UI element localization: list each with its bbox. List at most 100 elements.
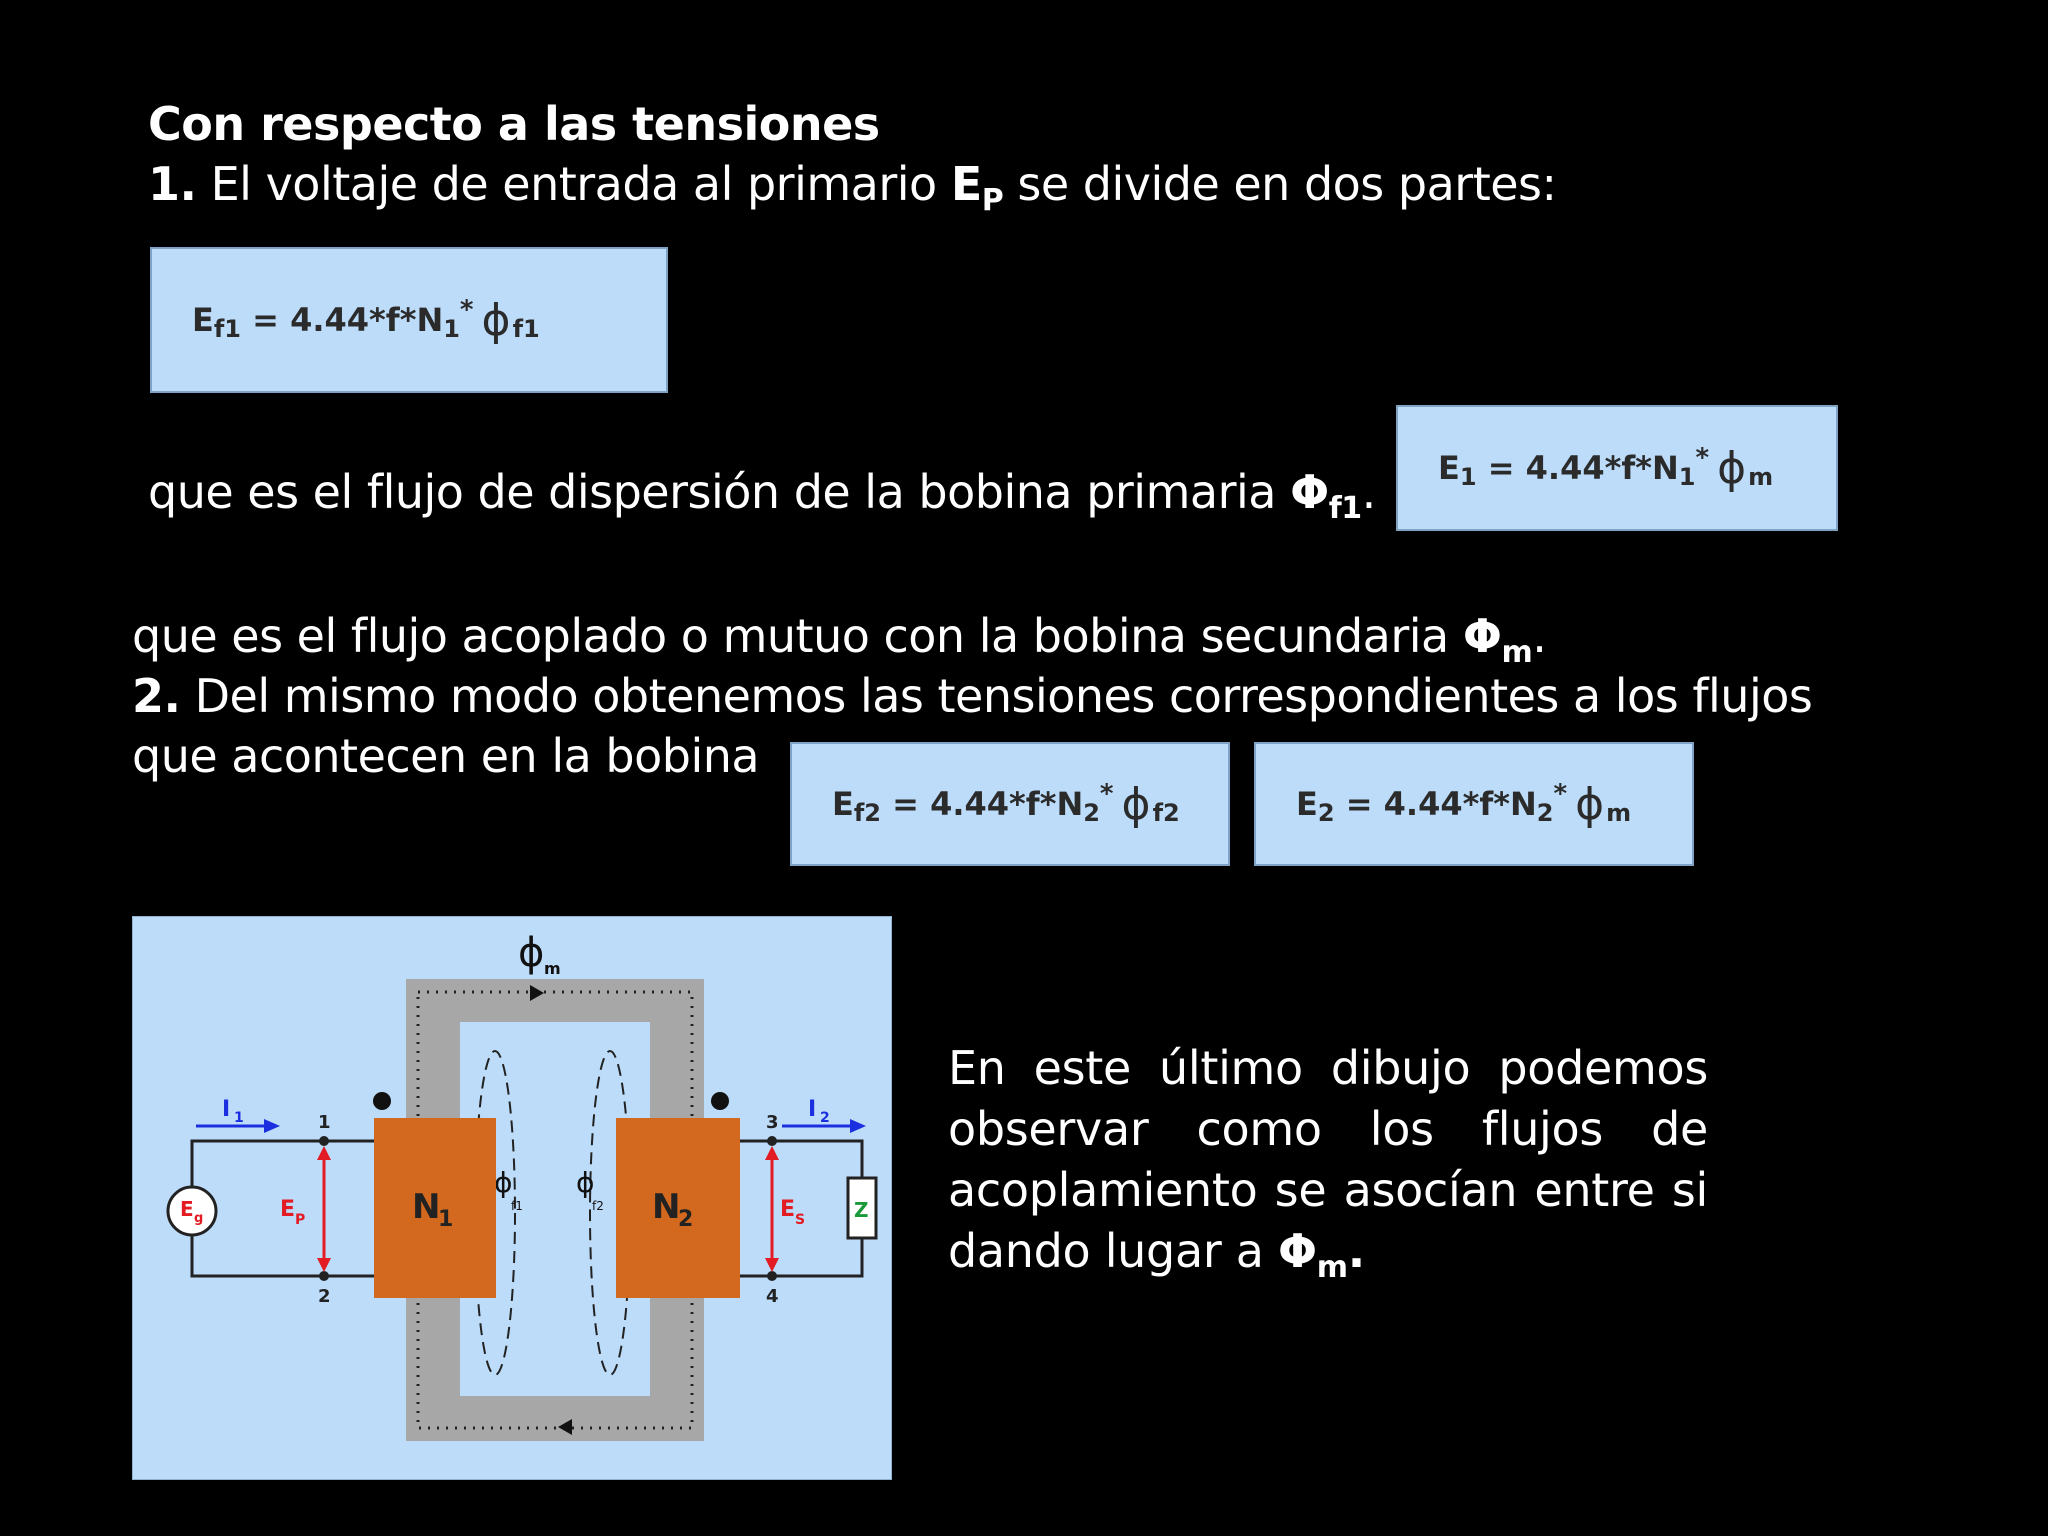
ep-symbol-sub: P <box>981 183 1004 218</box>
eg-label: E <box>180 1197 194 1221</box>
i2-label-sub: 2 <box>820 1110 830 1126</box>
formula-e2-phi-sub: m <box>1606 799 1632 827</box>
phi-m-label-sub: m <box>544 959 561 978</box>
ep-label-sub: P <box>295 1212 305 1228</box>
page-title: Con respecto a las tensiones <box>148 97 880 151</box>
paragraph-end: . <box>1347 1224 1365 1278</box>
polarity-dot-primary <box>373 1092 391 1110</box>
i2-arrow-icon <box>850 1119 866 1133</box>
formula-ef1-lhs-sub: f1 <box>213 315 241 343</box>
formula-ef1-phi-sub: f1 <box>512 315 540 343</box>
item-1-rest: se divide en dos partes: <box>1017 157 1557 211</box>
mutual-line: que es el flujo acoplado o mutuo con la … <box>132 606 1547 673</box>
phi-f2-label-sub: f2 <box>592 1199 604 1213</box>
formula-e1-lhs: E <box>1438 449 1460 487</box>
formula-ef2-phi-sub: f2 <box>1152 799 1180 827</box>
mutual-text: que es el flujo acoplado o mutuo con la … <box>132 609 1449 663</box>
paragraph-line-2: observar como los flujos de <box>948 1102 1708 1156</box>
phi-f1-symbol: Φ <box>1290 465 1329 519</box>
formula-ef2-n-sub: 2 <box>1083 799 1100 827</box>
formula-ef2-star: * <box>1099 779 1114 809</box>
dispersion-end: . <box>1361 465 1377 519</box>
formula-ef2-mid: = 4.44*f*N <box>892 785 1084 823</box>
polarity-dot-secondary <box>711 1092 729 1110</box>
mutual-end: . <box>1532 609 1547 663</box>
formula-ef1-star: * <box>459 295 474 325</box>
eg-label-sub: g <box>194 1211 203 1226</box>
formula-e2-star: * <box>1553 779 1568 809</box>
item-2-line: 2. Del mismo modo obtenemos las tensione… <box>132 666 1813 726</box>
phi-m-label: ϕ <box>518 930 544 976</box>
paragraph-line-4: dando lugar a Φm. <box>948 1221 1708 1288</box>
item-2-number: 2. <box>132 669 181 723</box>
phi-f1-sub: f1 <box>1328 491 1362 526</box>
source-eg-icon <box>166 1185 218 1237</box>
i1-arrow-icon <box>264 1119 280 1133</box>
node-2-label: 2 <box>318 1286 331 1307</box>
transformer-core <box>406 979 704 1441</box>
paragraph-line-3: acoplamiento se asocían entre si <box>948 1163 1708 1217</box>
paragraph-line-1: En este último dibujo podemos <box>948 1041 1708 1095</box>
paragraph-line-4-text: dando lugar a <box>948 1224 1264 1278</box>
explanation-paragraph: En este último dibujo podemos observar c… <box>948 1038 1708 1288</box>
formula-ef1-n-sub: 1 <box>443 315 460 343</box>
formula-ef1-lhs: E <box>192 301 214 339</box>
phi-f2-label: ϕ <box>576 1166 594 1199</box>
item-2-line-2: que acontecen en la bobina <box>132 729 760 783</box>
formula-e2-n-sub: 2 <box>1536 799 1554 827</box>
formula-e1-n-sub: 1 <box>1678 463 1696 491</box>
flux-arrow-left-icon <box>558 1419 572 1435</box>
formula-ef2-lhs-sub: f2 <box>853 799 881 827</box>
formula-e1-lhs-sub: 1 <box>1459 463 1477 491</box>
es-arrow-up-icon <box>765 1146 779 1160</box>
formula-e2-lhs: E <box>1296 785 1318 823</box>
phi-f1-label: ϕ <box>494 1166 512 1199</box>
phi-icon: ϕ <box>481 294 511 346</box>
flux-path <box>416 990 694 1430</box>
terminal-4 <box>767 1271 777 1281</box>
dispersion-line: que es el flujo de dispersión de la bobi… <box>148 462 1376 529</box>
secondary-coil <box>616 1118 740 1298</box>
es-label-sub: S <box>795 1212 805 1228</box>
formula-ef2-lhs: E <box>832 785 854 823</box>
formula-e2-lhs-sub: 2 <box>1317 799 1335 827</box>
phi-icon: ϕ <box>1717 442 1747 494</box>
ep-label: E <box>280 1197 295 1222</box>
transformer-diagram: ϕ m ϕ f1 ϕ f2 N 1 N 2 1 2 3 4 E g Z E P … <box>132 916 892 1480</box>
i1-label: I <box>222 1097 230 1122</box>
formula-e1-phi-sub: m <box>1748 463 1774 491</box>
load-z-icon <box>846 1176 878 1240</box>
item-2-text: Del mismo modo obtenemos las tensiones c… <box>194 669 1813 723</box>
ep-arrow-down-icon <box>317 1258 331 1272</box>
item-1-text: El voltaje de entrada al primario <box>210 157 938 211</box>
n1-label-sub: 1 <box>438 1207 453 1232</box>
n2-label-sub: 2 <box>678 1207 693 1232</box>
dispersion-text: que es el flujo de dispersión de la bobi… <box>148 465 1276 519</box>
formula-ef1-mid: = 4.44*f*N <box>252 301 444 339</box>
formula-e2-mid: = 4.44*f*N <box>1345 785 1537 823</box>
n1-label: N <box>412 1187 440 1227</box>
terminal-1 <box>319 1136 329 1146</box>
node-3-label: 3 <box>766 1112 779 1133</box>
terminal-3 <box>767 1136 777 1146</box>
node-1-label: 1 <box>318 1112 331 1133</box>
phi-f1-label-sub: f1 <box>511 1199 523 1213</box>
phi-m-sub: m <box>1501 635 1533 670</box>
flux-arrow-right-icon <box>530 985 544 1001</box>
item-1-number: 1. <box>148 157 197 211</box>
formula-e1-star: * <box>1695 443 1710 473</box>
terminal-2 <box>319 1271 329 1281</box>
phi-m-symbol: Φ <box>1462 609 1502 663</box>
i1-label-sub: 1 <box>234 1110 244 1126</box>
item-1-line: 1. El voltaje de entrada al primario EP … <box>148 154 1557 221</box>
phi-m-paragraph-sub: m <box>1316 1250 1348 1285</box>
formula-e1-mid: = 4.44*f*N <box>1487 449 1679 487</box>
phi-m-paragraph-symbol: Φ <box>1277 1224 1317 1278</box>
ep-symbol: E <box>950 157 982 211</box>
phi-icon: ϕ <box>1121 778 1151 830</box>
ep-arrow-up-icon <box>317 1146 331 1160</box>
